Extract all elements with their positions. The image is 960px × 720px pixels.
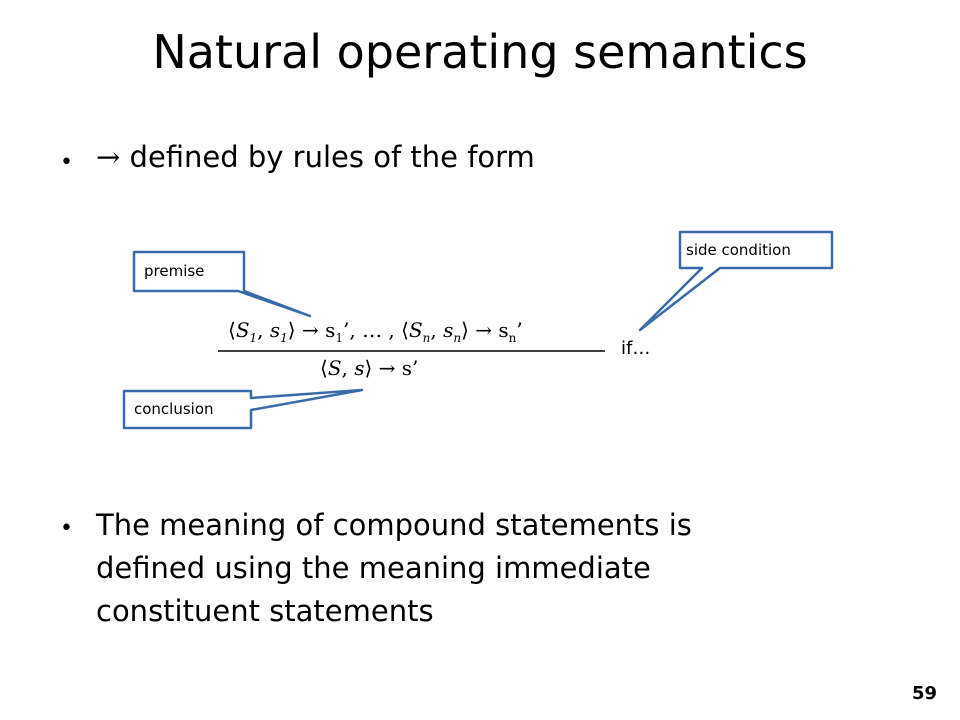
premise-state-sub: 1 — [280, 331, 288, 345]
premise-result-sub: 1 — [335, 331, 343, 345]
slide-title: Natural operating semantics — [152, 25, 808, 79]
bullet-dot: • — [60, 150, 73, 175]
premise-last-result-sub: n — [508, 331, 517, 345]
bullet-1-text: → defined by rules of the form — [96, 136, 535, 179]
conclusion-label: conclusion — [134, 400, 214, 418]
bullet-2-line: defined using the meaning immediate — [96, 551, 651, 585]
conclusion-callout-shape — [122, 388, 364, 430]
premise-result: s — [325, 318, 336, 342]
side-condition-text: if… — [621, 338, 651, 359]
conclusion-result: s’ — [401, 356, 419, 380]
side-condition-callout-shape — [638, 230, 834, 332]
premise-arrow: → — [301, 318, 319, 342]
premise-last-state-sub: n — [453, 331, 462, 345]
premise-last-stmt-sub: n — [422, 331, 431, 345]
rule-premise: ⟨S1, s1⟩ → s1’, … , ⟨Sn, sn⟩ → sn’ — [228, 318, 523, 345]
conclusion-arrow: → — [378, 356, 396, 380]
bullet-2-line: constituent statements — [96, 594, 434, 628]
rule-conclusion: ⟨S, s⟩ → s’ — [320, 356, 419, 380]
side-condition-label: side condition — [686, 241, 791, 259]
premise-last-stmt: S — [408, 318, 423, 342]
premise-label: premise — [144, 262, 205, 280]
premise-state: s — [269, 318, 281, 342]
bullet-2-text: The meaning of compound statements is de… — [96, 504, 692, 633]
premise-last-arrow: → — [475, 318, 493, 342]
premise-last-state: s — [443, 318, 454, 342]
conclusion-stmt: S — [327, 356, 342, 380]
premise-ellipsis: … — [362, 318, 383, 342]
conclusion-state: s — [354, 356, 365, 380]
premise-stmt: S — [235, 318, 250, 342]
premise-stmt-sub: 1 — [249, 331, 258, 345]
premise-callout-shape — [132, 250, 312, 318]
bullet-dot-2: • — [60, 516, 73, 541]
premise-last-result: s — [498, 318, 509, 342]
arrow-symbol: → — [96, 140, 121, 174]
bullet-2-line: The meaning of compound statements is — [96, 508, 692, 542]
page-number: 59 — [912, 683, 938, 704]
bullet-1-label: defined by rules of the form — [129, 140, 535, 174]
